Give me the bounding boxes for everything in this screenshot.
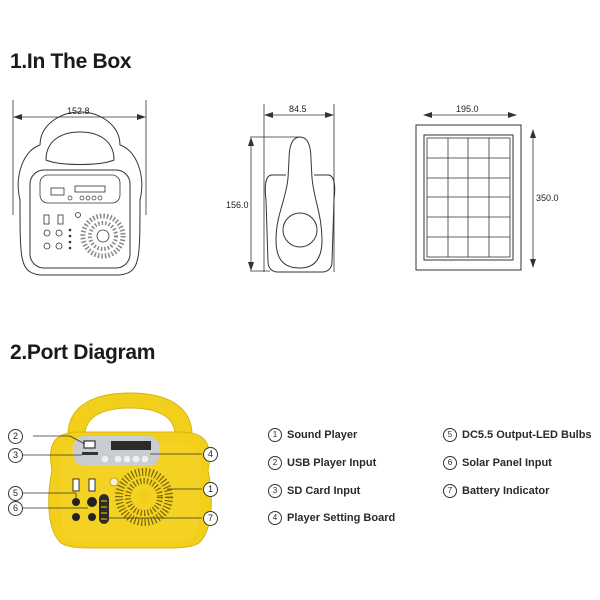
front-width-label: 152.8 [67, 106, 90, 116]
legend-number: 7 [443, 484, 457, 498]
legend-number: 2 [268, 456, 282, 470]
legend-number: 1 [268, 428, 282, 442]
callout-1: 1 [203, 482, 218, 497]
legend-item-player-setting-board: 4 Player Setting Board [268, 511, 395, 525]
callout-5: 5 [8, 486, 23, 501]
legend-item-sound-player: 1 Sound Player [268, 428, 357, 442]
legend-label: Player Setting Board [287, 512, 396, 524]
legend-label: Sound Player [287, 429, 358, 441]
callout-3: 3 [8, 448, 23, 463]
legend-label: Battery Indicator [462, 485, 550, 497]
callout-7: 7 [203, 511, 218, 526]
legend-label: SD Card Input [287, 485, 361, 497]
callout-2: 2 [8, 429, 23, 444]
legend-number: 5 [443, 428, 457, 442]
side-width-label: 84.5 [289, 104, 307, 114]
legend-number: 6 [443, 456, 457, 470]
legend-label: USB Player Input [287, 457, 377, 469]
legend-number: 4 [268, 511, 282, 525]
side-height-label: 156.0 [226, 200, 249, 210]
legend-item-solar-panel-input: 6 Solar Panel Input [443, 456, 552, 470]
callout-6: 6 [8, 501, 23, 516]
solar-height-label: 350.0 [536, 193, 559, 203]
section-title-in-the-box: 1.In The Box [10, 50, 132, 73]
section-title-port-diagram: 2.Port Diagram [10, 341, 156, 364]
callout-4: 4 [203, 447, 218, 462]
legend-item-battery-indicator: 7 Battery Indicator [443, 484, 549, 498]
solar-width-label: 195.0 [456, 104, 479, 114]
legend-item-usb-player-input: 2 USB Player Input [268, 456, 376, 470]
legend-item-sd-card-input: 3 SD Card Input [268, 484, 360, 498]
legend-label: DC5.5 Output-LED Bulbs [462, 429, 592, 441]
legend-number: 3 [268, 484, 282, 498]
legend-label: Solar Panel Input [462, 457, 552, 469]
legend-item-dc-output: 5 DC5.5 Output-LED Bulbs [443, 428, 592, 442]
